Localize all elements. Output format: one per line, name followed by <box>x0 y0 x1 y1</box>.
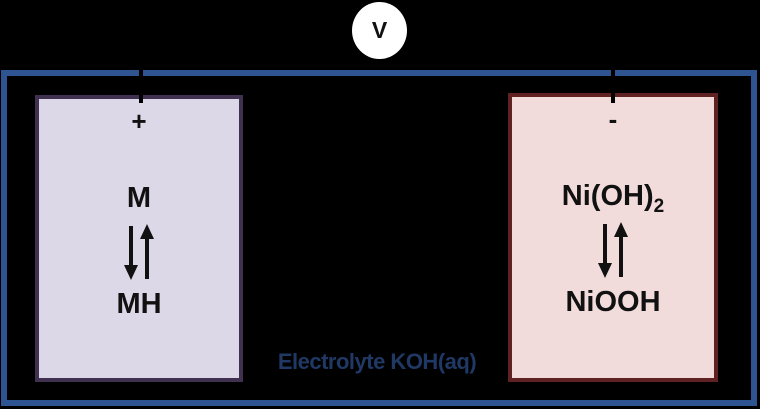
cell-container-outline <box>1 70 757 406</box>
left-electrode-species-reduced: MH <box>116 288 162 320</box>
voltmeter: V <box>352 2 407 59</box>
voltmeter-label: V <box>371 17 388 43</box>
left-electrode-box: + M MH <box>35 95 243 382</box>
right-electrode-species-reduced: NiOOH <box>565 286 661 318</box>
right-electrode-polarity: - <box>608 104 618 134</box>
formula-subscript: 2 <box>653 195 665 217</box>
right-reversible-arrows-icon <box>512 221 714 279</box>
right-electrode-wire <box>611 60 615 103</box>
left-electrode-species-oxidized: M <box>126 182 152 214</box>
formula-main: Ni(OH) <box>561 180 654 212</box>
right-electrode-box: - Ni(OH)2 NiOOH <box>508 93 718 382</box>
left-reversible-arrows-icon <box>39 223 239 281</box>
electrolyte-label: Electrolyte KOH(aq) <box>277 349 477 374</box>
left-electrode-polarity: + <box>131 106 147 136</box>
right-electrode-species-oxidized: Ni(OH)2 <box>512 179 714 224</box>
left-electrode-wire <box>139 60 143 103</box>
